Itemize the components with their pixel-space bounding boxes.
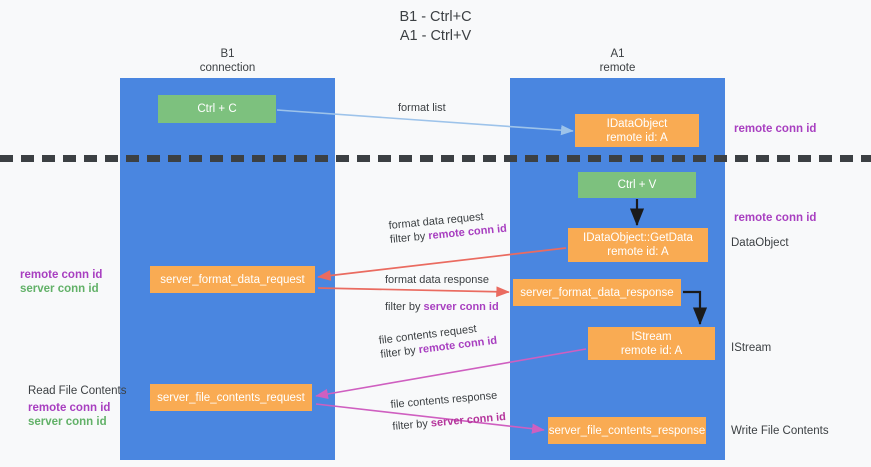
annotation-read-file-contents: Read File Contents <box>28 385 127 397</box>
column-header-b1: B1 connection <box>199 48 256 74</box>
node-server-file-contents-request[interactable]: server_file_contents_request <box>150 384 312 411</box>
node-server-format-data-response[interactable]: server_format_data_response <box>513 279 681 306</box>
filter-prefix: filter by <box>389 230 429 246</box>
edge-label-file-contents-response-line1: file contents response <box>390 389 498 411</box>
annotation-remote-conn-id-mid: remote conn id <box>734 212 817 224</box>
filter-key-server-conn-id: server conn id <box>423 301 499 313</box>
node-istream[interactable]: IStream remote id: A <box>588 327 715 360</box>
filter-key-server-conn-id: server conn id <box>430 411 507 430</box>
annotation-remote-conn-id-top: remote conn id <box>734 123 817 135</box>
filter-prefix: filter by <box>385 301 424 313</box>
edge-label-file-contents-response: file contents response filter by server … <box>390 388 506 434</box>
annotation-left-server-conn-id: server conn id <box>20 283 99 295</box>
node-idataobject-getdata[interactable]: IDataObject::GetData remote id: A <box>568 228 708 262</box>
annotation-left-remote-conn-id-bottom: remote conn id <box>28 402 111 414</box>
node-idataobject[interactable]: IDataObject remote id: A <box>575 114 699 147</box>
annotation-write-file-contents: Write File Contents <box>731 425 829 437</box>
filter-prefix: filter by <box>379 344 420 361</box>
edge-label-format-list: format list <box>398 102 446 114</box>
page-title: B1 - Ctrl+C A1 - Ctrl+V <box>399 9 472 44</box>
node-ctrl-c[interactable]: Ctrl + C <box>158 95 276 123</box>
annotation-left-conn-ids-mid: remote conn id server conn id <box>20 268 102 296</box>
edge-label-format-data-response-line2: filter by server conn id <box>385 300 499 314</box>
annotation-istream: IStream <box>731 342 772 354</box>
annotation-left-remote-conn-id: remote conn id <box>20 269 103 281</box>
edge-label-format-data-response-line1: format data response <box>385 274 489 286</box>
annotation-dataobject: DataObject <box>731 237 789 249</box>
annotation-left-server-conn-id-bottom: server conn id <box>28 416 107 428</box>
node-ctrl-v[interactable]: Ctrl + V <box>578 172 696 198</box>
phase-separator-dashed-line <box>0 155 871 162</box>
column-header-a1: A1 remote <box>599 48 636 74</box>
node-server-file-contents-response[interactable]: server_file_contents_response <box>548 417 706 444</box>
filter-prefix: filter by <box>392 417 432 433</box>
node-server-format-data-request[interactable]: server_format_data_request <box>150 266 315 293</box>
edge-label-file-contents-response-line2: filter by server conn id <box>392 410 507 434</box>
edge-label-file-contents-request: file contents request filter by remote c… <box>378 320 498 362</box>
edge-label-format-data-response: format data response filter by server co… <box>385 273 499 314</box>
edge-label-format-data-request: format data request filter by remote con… <box>388 208 508 247</box>
annotation-left-conn-ids-bottom: remote conn id server conn id <box>28 401 110 429</box>
